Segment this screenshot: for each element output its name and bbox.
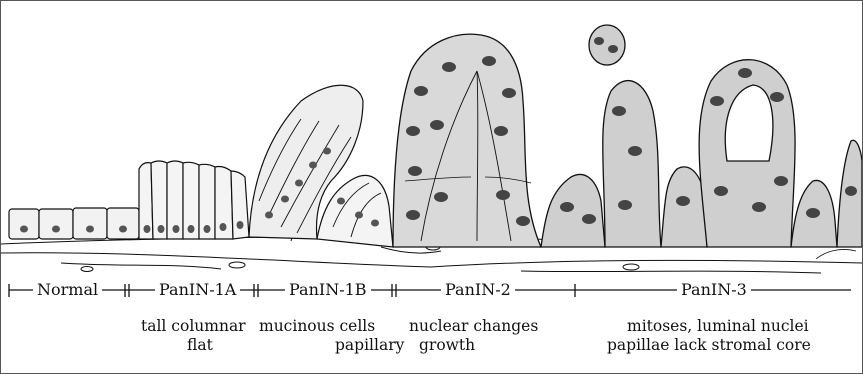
panin2-papilla [393,34,541,247]
desc-growth: growth [419,338,475,354]
panin1b-fold [249,85,393,247]
stage-label-normal: Normal [33,282,102,298]
stage-label-panin3: PanIN-3 [677,282,751,298]
stage-label-panin1b: PanIN-1B [285,282,371,298]
stage-label-panin2: PanIN-2 [441,282,515,298]
desc-mitoses: mitoses, luminal nuclei [627,319,809,335]
normal-cells [9,208,139,239]
desc-papillary: papillary [335,338,404,354]
stage-label-panin1a: PanIN-1A [155,282,240,298]
desc-nuclear-changes: nuclear changes [409,319,538,335]
desc-mucinous-cells: mucinous cells [259,319,375,335]
desc-tall-columnar: tall columnar [141,319,246,335]
desc-papillae: papillae lack stromal core [607,338,811,354]
panin1a-cells [139,161,249,239]
panin3-cells [541,25,862,247]
desc-flat: flat [187,338,213,354]
